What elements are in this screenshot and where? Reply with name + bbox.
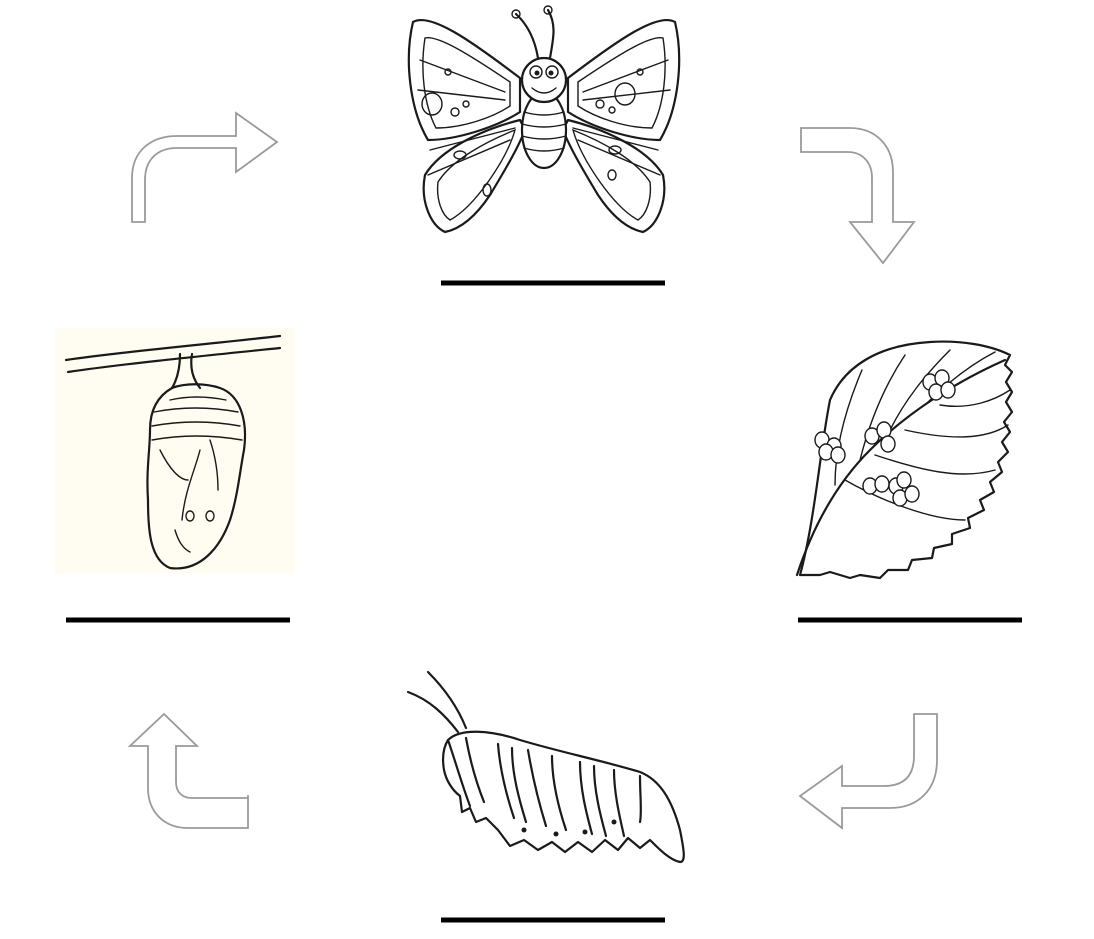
arrow-adult-to-egg-icon <box>801 128 914 263</box>
leaf-with-eggs-icon <box>797 342 1012 578</box>
butterfly-icon <box>409 6 679 232</box>
arrow-larva-to-pupa-icon <box>130 714 248 828</box>
chrysalis-icon <box>55 328 295 573</box>
arrow-egg-to-larva-icon <box>800 714 937 828</box>
arrow-pupa-to-adult-icon <box>132 113 277 222</box>
caterpillar-icon <box>408 672 684 862</box>
